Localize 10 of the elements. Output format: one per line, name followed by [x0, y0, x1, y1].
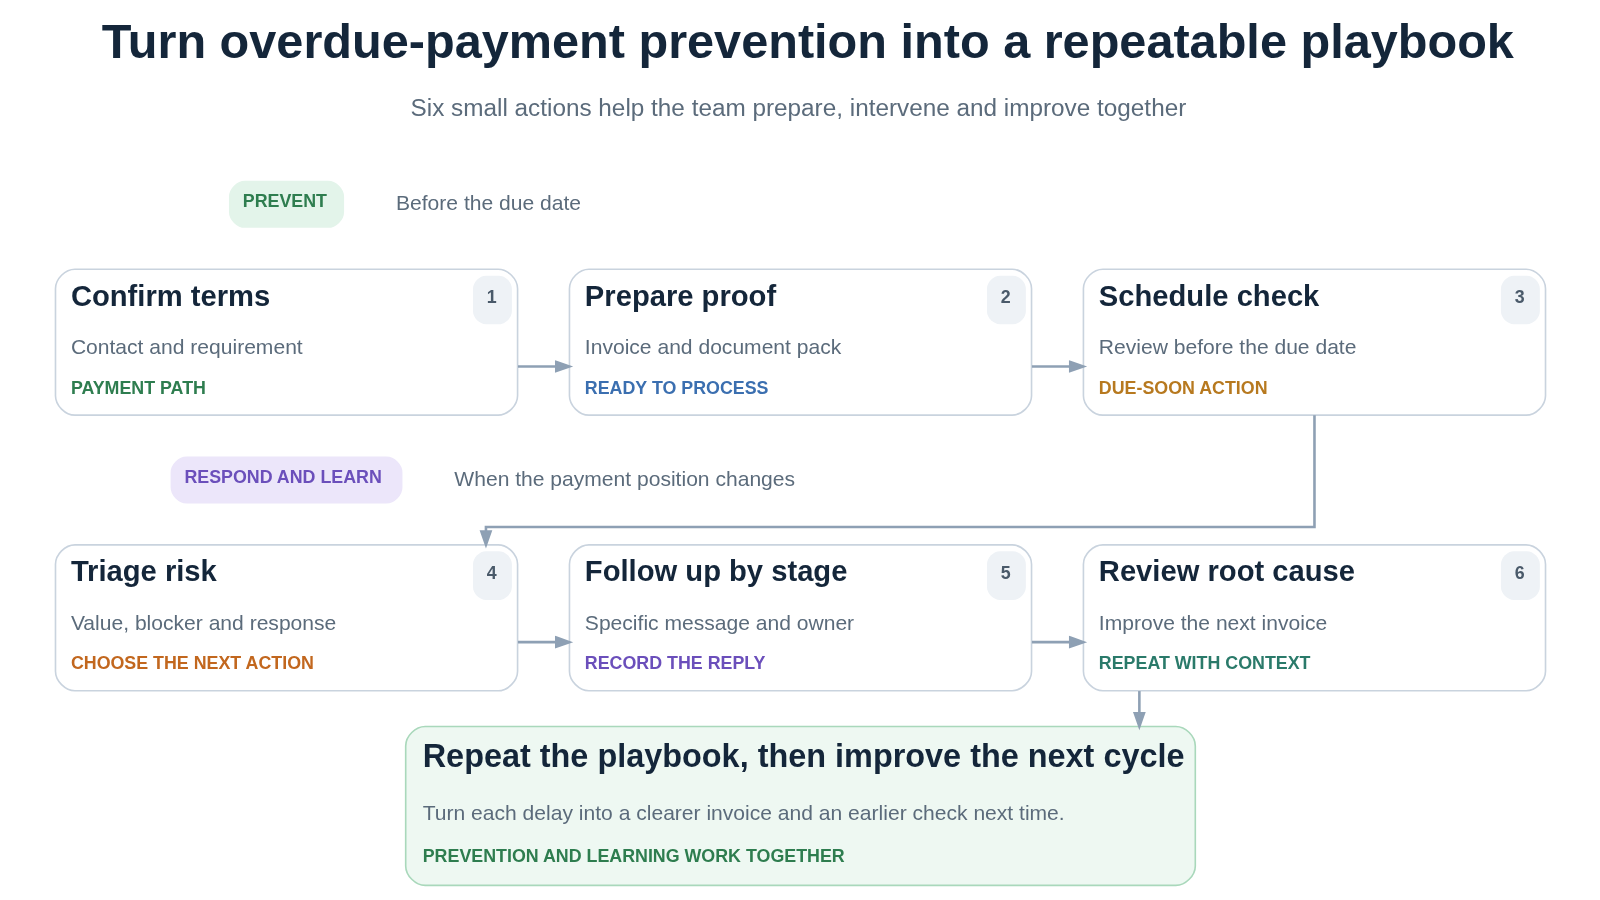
arrow — [479, 415, 1316, 549]
node-label: When the payment position changes — [453, 466, 795, 490]
arrow — [1031, 360, 1087, 373]
arrow — [517, 635, 573, 649]
diagram-title: Turn overdue-payment prevention into a repeatable playbook — [101, 14, 1514, 69]
arrow — [517, 360, 573, 373]
arrow — [1031, 635, 1087, 649]
node-label: Before the due date — [395, 190, 581, 214]
arrow — [1132, 691, 1146, 731]
label: Six small actions help the team prepare, intervene and improve together — [410, 94, 1186, 121]
